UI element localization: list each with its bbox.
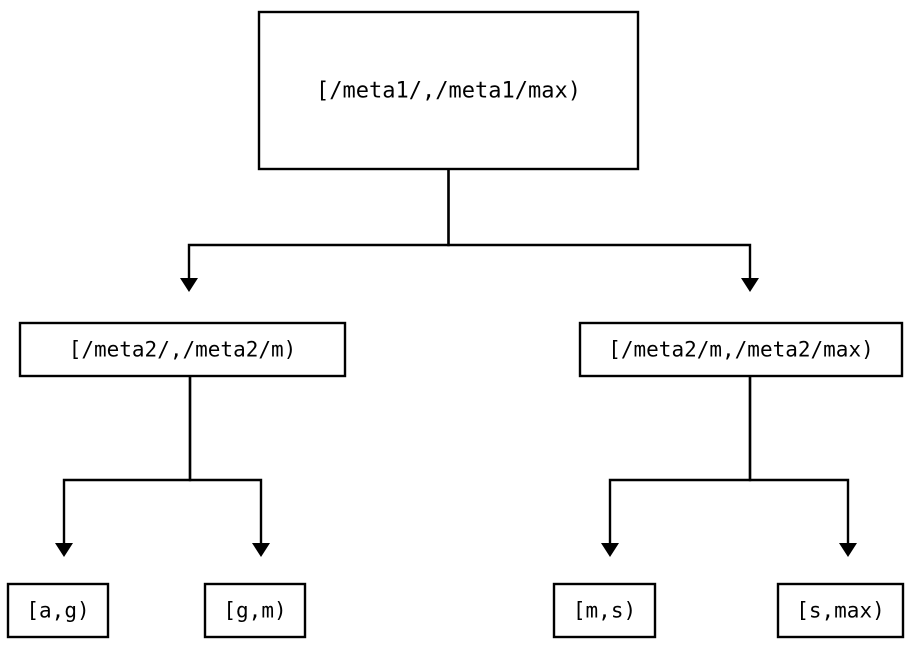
node-label: [a,g): [26, 599, 89, 623]
arrowhead-icon: [252, 543, 270, 557]
node-box[interactable]: [257, 10, 640, 171]
edge-line: [188, 376, 263, 543]
edge-line: [62, 376, 192, 543]
tree-node[interactable]: [s,max): [776, 582, 905, 639]
tree-node[interactable]: [m,s): [552, 582, 657, 639]
arrowhead-icon: [741, 278, 759, 292]
tree-edge: [748, 376, 857, 557]
tree-node[interactable]: [a,g): [6, 582, 110, 639]
node-box[interactable]: [776, 582, 905, 639]
edge-line: [748, 376, 850, 543]
tree-edge: [55, 376, 192, 557]
node-label: [/meta2/m,/meta2/max): [608, 338, 874, 362]
edge-line: [447, 169, 752, 278]
node-box[interactable]: [203, 582, 307, 639]
edge-line: [608, 376, 752, 543]
arrowhead-icon: [601, 543, 619, 557]
edge-line: [187, 169, 450, 278]
node-box[interactable]: [18, 321, 347, 378]
tree-node[interactable]: [/meta2/,/meta2/m): [18, 321, 347, 378]
tree-node[interactable]: [/meta2/m,/meta2/max): [578, 321, 904, 378]
arrowhead-icon: [839, 543, 857, 557]
tree-edge: [188, 376, 270, 557]
tree-edge: [180, 169, 450, 292]
arrowhead-icon: [55, 543, 73, 557]
node-box[interactable]: [552, 582, 657, 639]
node-label: [/meta1/,/meta1/max): [316, 79, 581, 104]
node-box[interactable]: [6, 582, 110, 639]
node-label: [s,max): [796, 599, 885, 623]
nodes-layer: [/meta1/,/meta1/max) [/meta2/,/meta2/m) [/…: [6, 10, 905, 639]
node-label: [m,s): [573, 599, 636, 623]
tree-edge: [447, 169, 759, 292]
tree-node[interactable]: [/meta1/,/meta1/max): [257, 10, 640, 171]
node-label: [/meta2/,/meta2/m): [69, 338, 297, 362]
tree-node[interactable]: [g,m): [203, 582, 307, 639]
node-box[interactable]: [578, 321, 904, 378]
edges-layer: [55, 169, 857, 557]
node-label: [g,m): [223, 599, 286, 623]
arrowhead-icon: [180, 278, 198, 292]
tree-edge: [601, 376, 752, 557]
